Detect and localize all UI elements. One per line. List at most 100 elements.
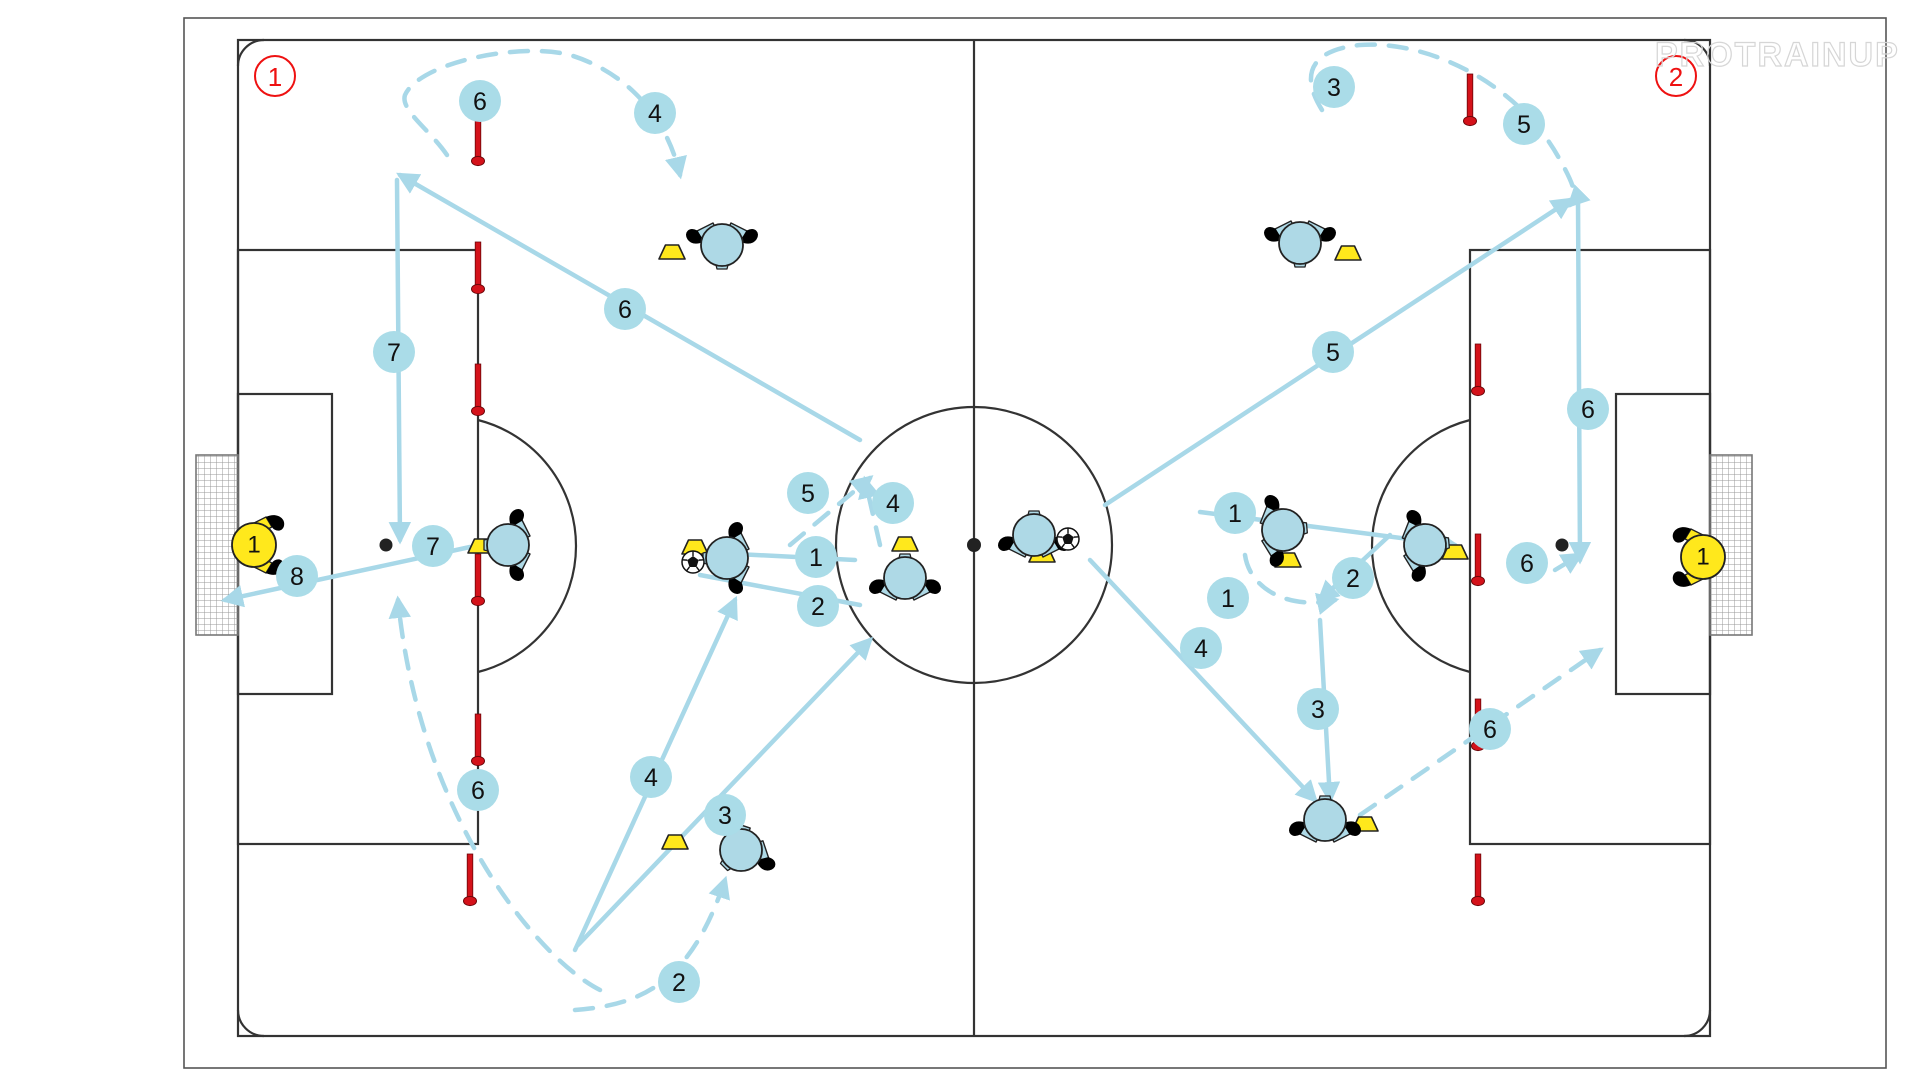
step-badge-label: 7 [387,339,401,367]
step-badge-label: 2 [811,593,825,621]
player-figure [1264,220,1336,268]
step-badge-label: 4 [886,490,900,518]
soccer-ball [1056,527,1080,551]
outer-frame [183,17,1887,1069]
step-badge: 6 [459,80,501,122]
step-badge-label: 1 [1221,585,1235,613]
movement-arrow [787,475,874,548]
step-badge: 6 [457,769,499,811]
step-badge: 4 [634,92,676,134]
step-badge: 7 [412,525,454,567]
training-pole [471,241,485,295]
zone-marker: 2 [1655,55,1697,97]
step-badge: 6 [1567,388,1609,430]
training-pole [1471,343,1485,397]
player-head [1261,508,1305,552]
step-badge-label: 1 [1228,500,1242,528]
keeper-number: 1 [1696,544,1709,571]
step-badge: 2 [797,585,839,627]
step-badge: 5 [787,472,829,514]
zone-marker: 1 [254,55,296,97]
keeper-right: 1 [1672,527,1726,587]
step-badge: 6 [604,288,646,330]
step-badge-label: 6 [1581,396,1595,424]
step-badge: 4 [1180,627,1222,669]
player-figure [998,510,1080,558]
step-badge: 2 [1332,557,1374,599]
step-badge-label: 3 [718,802,732,830]
training-cone [661,834,689,850]
step-badge-label: 6 [1520,550,1534,578]
player-head [700,223,744,267]
step-badge: 3 [1313,66,1355,108]
movement-arrow [1552,552,1584,574]
movement-arrow [1568,197,1592,565]
player-body [1289,795,1361,843]
player-figure [681,522,750,594]
step-badge: 1 [795,536,837,578]
step-badge-label: 5 [801,480,815,508]
player-body [1264,220,1336,268]
movement-arrow [575,636,874,948]
movement-arrow [388,595,603,993]
keeper-left: 1 [231,515,285,575]
training-cone [658,244,686,260]
player-head [1012,513,1056,557]
player-body [1401,510,1450,582]
movement-arrow [1308,42,1591,209]
pitch-lines [236,38,1712,1038]
player-body [686,222,758,270]
training-cone [891,536,919,552]
step-badge-label: 5 [1517,111,1531,139]
step-badge-label: 4 [644,764,658,792]
player-body [702,522,750,594]
step-badge-label: 2 [672,969,686,997]
player-head [1303,798,1347,842]
training-cone [1334,245,1362,261]
player-head [705,536,749,580]
step-badge: 1 [1207,577,1249,619]
step-badge: 6 [1506,542,1548,584]
step-badge-label: 6 [473,88,487,116]
training-pole [471,553,485,607]
step-badge-label: 4 [648,100,662,128]
step-badge-label: 1 [809,544,823,572]
step-badge-label: 7 [426,533,440,561]
keeper-number: 1 [247,532,260,559]
step-badge: 2 [658,961,700,1003]
soccer-ball [681,550,705,574]
step-badge: 1 [1214,492,1256,534]
step-badge-label: 5 [1326,339,1340,367]
player-figures [483,220,1450,872]
step-badge: 4 [872,482,914,524]
training-pole [1463,73,1477,127]
step-badge: 5 [1312,331,1354,373]
step-badge-label: 3 [1311,696,1325,724]
player-figure [686,222,758,270]
training-pole [471,113,485,167]
step-badge: 4 [630,756,672,798]
step-badge: 5 [1503,103,1545,145]
step-badge-label: 6 [471,777,485,805]
step-badge: 7 [373,331,415,373]
step-badge-label: 8 [290,563,304,591]
training-pole [471,713,485,767]
player-figure [869,553,941,601]
movement-arrow [1087,557,1319,804]
training-pole [1471,533,1485,587]
zone-marker-label: 1 [268,62,282,92]
player-figure [483,509,531,581]
zone-marker-label: 2 [1669,62,1683,92]
movement-arrow [858,475,883,548]
player-body [483,509,531,581]
step-badge-label: 6 [618,296,632,324]
player-body [869,553,941,601]
training-pole [471,363,485,417]
player-head [1278,221,1322,265]
step-badge-label: 4 [1194,635,1208,663]
training-pole [1471,853,1485,907]
